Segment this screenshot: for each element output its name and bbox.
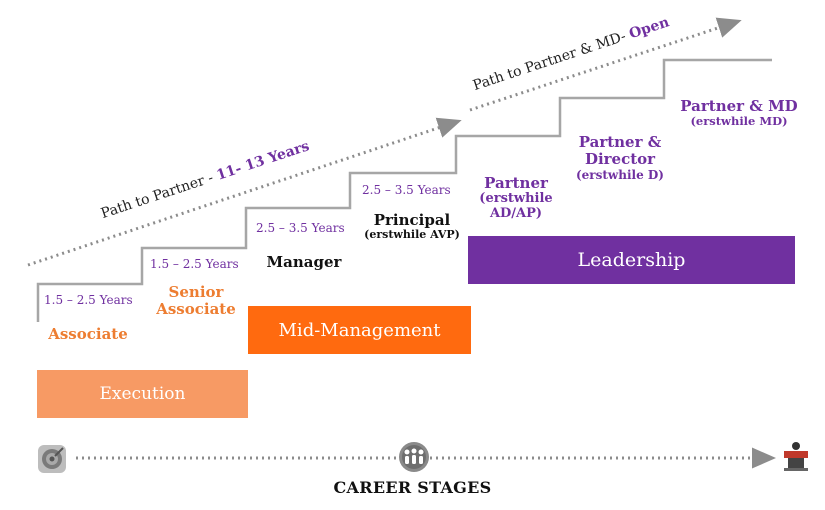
band-execution: Execution: [37, 370, 248, 418]
podium-icon: [784, 442, 808, 471]
role-senior-associate: Senior Associate: [156, 283, 236, 319]
step-years-manager: 2.5 – 3.5 Years: [256, 221, 345, 235]
role-principal-block: Principal (erstwhile AVP): [356, 211, 468, 242]
role-manager: Manager: [266, 253, 342, 271]
role-partner-md: Partner & MD: [680, 97, 798, 115]
band-leadership: Leadership: [468, 236, 795, 284]
role-partner-director-sub: (erstwhile D): [575, 167, 664, 182]
role-principal-sub: (erstwhile AVP): [364, 228, 460, 242]
role-partner-director-block: Partner & Director (erstwhile D): [572, 133, 668, 182]
role-partner-director: Partner & Director: [578, 133, 662, 169]
role-partner-sub: (erstwhile AD/AP): [479, 191, 553, 222]
caption-career-stages: CAREER STAGES: [333, 478, 492, 497]
role-partner-md-sub: (erstwhile MD): [690, 114, 788, 129]
step-years-senior-associate: 1.5 – 2.5 Years: [150, 257, 239, 271]
role-associate: Associate: [48, 325, 128, 343]
role-principal: Principal: [373, 211, 451, 229]
target-icon: [38, 445, 66, 473]
step-years-associate: 1.5 – 2.5 Years: [44, 293, 133, 307]
band-mid-management: Mid-Management: [248, 306, 471, 354]
staircase-line: [36, 58, 772, 322]
role-partner-block: Partner (erstwhile AD/AP): [478, 174, 554, 222]
team-icon: [399, 442, 429, 472]
step-years-principal: 2.5 – 3.5 Years: [362, 183, 451, 197]
role-partner: Partner: [484, 174, 548, 192]
role-partner-md-block: Partner & MD (erstwhile MD): [672, 97, 806, 129]
